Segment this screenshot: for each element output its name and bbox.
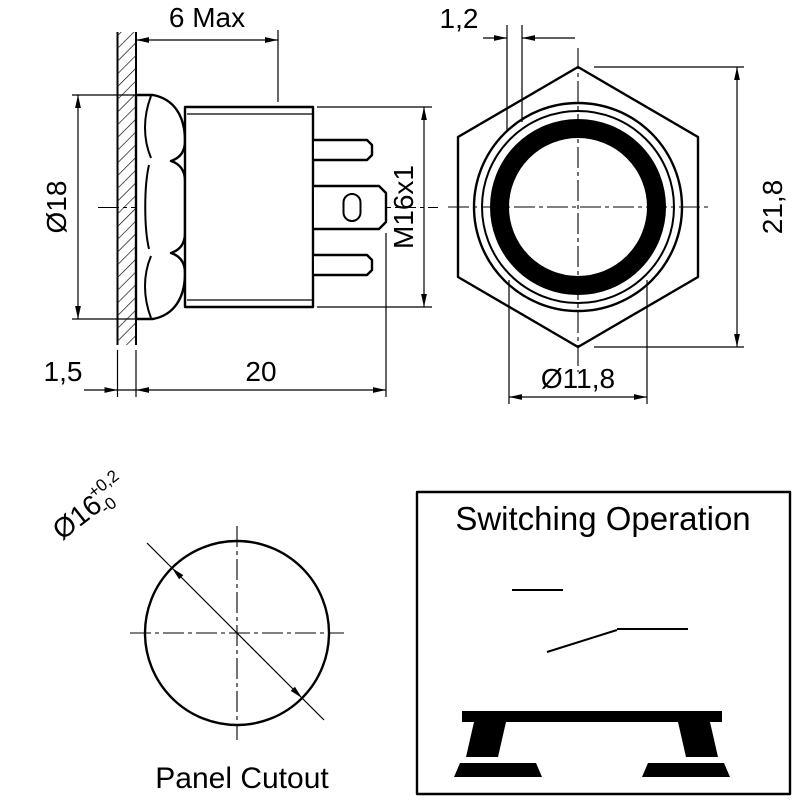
dim-cutout-diameter-label: Ø16 +0,2 -0 bbox=[44, 463, 138, 549]
switching-title: Switching Operation bbox=[455, 500, 750, 537]
dim-offset-label: 1,2 bbox=[440, 3, 479, 34]
switching-operation-box: Switching Operation bbox=[415, 490, 792, 796]
head-facet-arc-bottom bbox=[144, 255, 152, 319]
head-facet-arc-middle bbox=[144, 164, 150, 250]
terminal-pin-top bbox=[314, 138, 374, 162]
switching-box-border bbox=[415, 490, 792, 796]
head-facet-arc-top bbox=[144, 95, 152, 159]
dim-6max-label: 6 Max bbox=[169, 2, 245, 33]
panel-section-hatch bbox=[117, 32, 136, 345]
terminal-pad-left bbox=[454, 763, 542, 777]
button-head-profile bbox=[134, 93, 187, 321]
bridge-right-leg bbox=[678, 722, 718, 757]
diameter-dimension-line bbox=[171, 567, 238, 634]
dim-body-length-label: 20 bbox=[245, 356, 276, 387]
dim-panel-thickness-label: 1,5 bbox=[44, 356, 83, 387]
dim-across-corners-label: 21,8 bbox=[757, 180, 788, 235]
threaded-body bbox=[183, 105, 315, 309]
front-view-dimensions: 1,2 21,8 Ø11,8 bbox=[440, 3, 788, 404]
front-view bbox=[448, 48, 708, 372]
terminal-pad-right bbox=[642, 763, 730, 777]
terminal-slot-hole bbox=[342, 193, 362, 222]
side-view-dimensions: 6 Max Ø18 M16x1 1,5 20 bbox=[41, 2, 432, 397]
dimension-line-extension bbox=[301, 697, 325, 721]
diameter-dimension-line bbox=[236, 632, 303, 699]
dim-thread-label: M16x1 bbox=[388, 165, 419, 249]
actuator-bridge-bar bbox=[462, 711, 722, 722]
moving-contact-line bbox=[546, 629, 618, 653]
dim-ring-diameter-label: Ø11,8 bbox=[541, 363, 615, 394]
dimension-line-extension bbox=[146, 542, 173, 569]
panel-cutout-view: Ø16 +0,2 -0 Panel Cutout bbox=[44, 463, 344, 795]
dim-head-diameter-label: Ø18 bbox=[41, 181, 72, 234]
panel-cutout-caption: Panel Cutout bbox=[155, 762, 329, 795]
bridge-left-leg bbox=[466, 722, 506, 757]
side-view bbox=[98, 32, 438, 345]
terminal-pin-bottom bbox=[314, 253, 374, 277]
